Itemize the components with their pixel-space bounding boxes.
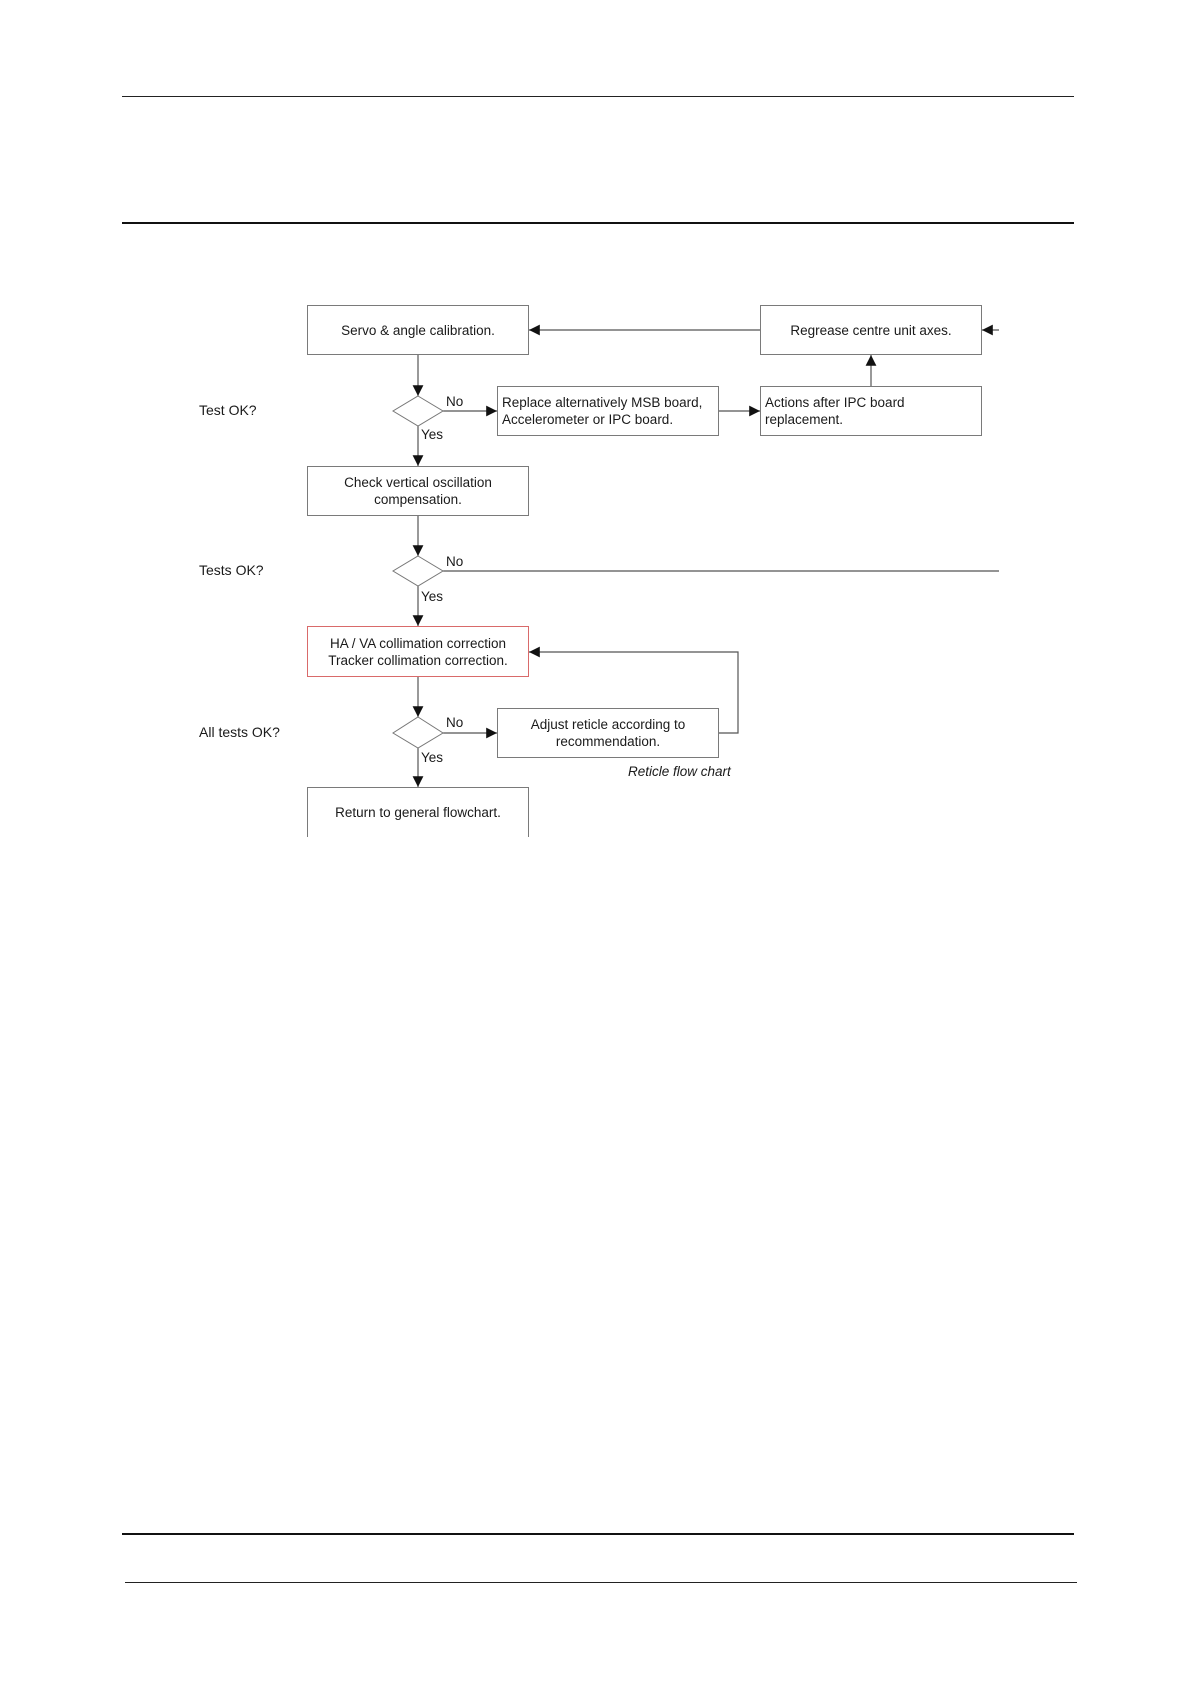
link-adjust-to-collimation xyxy=(529,646,739,734)
node-collimation-correction: HA / VA collimation correction Tracker c… xyxy=(307,626,529,677)
node-adjust-text: Adjust reticle according to recommendati… xyxy=(530,717,686,749)
node-return-general-flowchart: Return to general flowchart. xyxy=(307,787,529,837)
label-yes-2: Yes xyxy=(421,589,444,604)
label-no-2: No xyxy=(446,554,464,569)
node-actions-text: Actions after IPC board replacement. xyxy=(765,395,905,427)
node-replace-boards: Replace alternatively MSB board, Acceler… xyxy=(497,386,719,436)
node-regrease-centre-unit: Regrease centre unit axes. xyxy=(760,305,982,355)
label-no-3: No xyxy=(446,715,464,730)
diagram-caption: Reticle flow chart xyxy=(628,764,731,779)
label-yes-1: Yes xyxy=(421,427,444,442)
node-return-text: Return to general flowchart. xyxy=(335,805,501,820)
node-check-text: Check vertical oscillation compensation. xyxy=(344,475,492,507)
node-servo-text: Servo & angle calibration. xyxy=(341,322,495,338)
node-regrease-text: Regrease centre unit axes. xyxy=(790,322,952,338)
node-check-vertical-oscillation: Check vertical oscillation compensation. xyxy=(307,466,529,516)
question-all-tests-ok: All tests OK? xyxy=(199,724,280,740)
node-actions-after-ipc: Actions after IPC board replacement. xyxy=(760,386,982,436)
node-servo-angle-calibration: Servo & angle calibration. xyxy=(307,305,529,355)
node-adjust-reticle: Adjust reticle according to recommendati… xyxy=(497,708,719,758)
node-collimation-text: HA / VA collimation correction Tracker c… xyxy=(328,635,508,668)
decision-diamond-1 xyxy=(392,395,444,427)
question-tests-ok: Tests OK? xyxy=(199,562,264,578)
label-no-1: No xyxy=(446,394,464,409)
node-replace-text: Replace alternatively MSB board, Acceler… xyxy=(502,395,703,427)
question-test-ok: Test OK? xyxy=(199,402,257,418)
header-rule-top xyxy=(122,96,1074,97)
label-yes-3: Yes xyxy=(421,750,444,765)
decision-diamond-2 xyxy=(392,555,444,587)
footer-rule-top xyxy=(122,1533,1074,1535)
header-rule-bottom xyxy=(122,222,1074,224)
footer-rule-bottom xyxy=(125,1582,1077,1583)
decision-diamond-3 xyxy=(392,716,444,749)
